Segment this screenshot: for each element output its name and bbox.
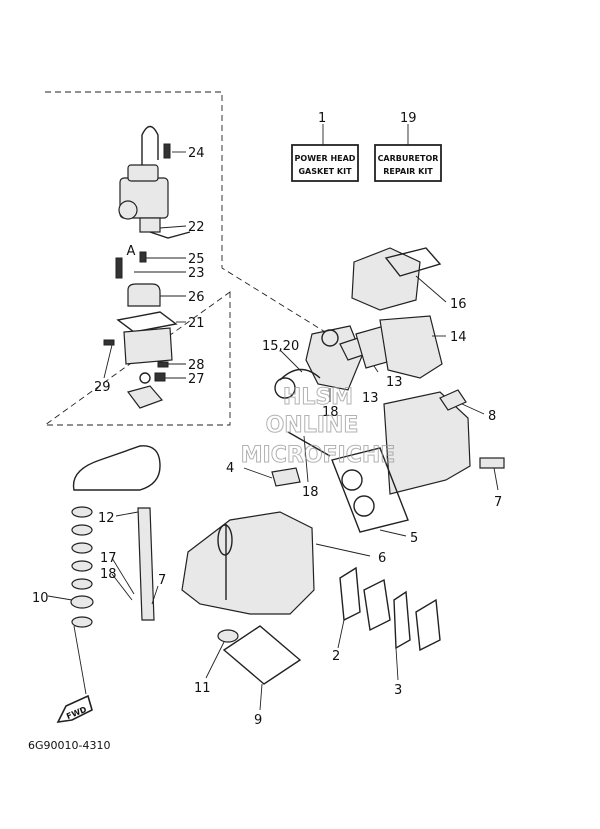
reed-housing-14[interactable] — [379, 315, 443, 379]
callout-18-upper: 18 — [322, 405, 339, 420]
watermark-line1: HLSM — [283, 385, 353, 410]
callout-17: 17 — [100, 551, 117, 566]
silencer-16[interactable] — [351, 247, 442, 311]
callout-4: 4 — [226, 461, 234, 476]
callout-21: 21 — [188, 316, 205, 331]
screw-29[interactable] — [103, 339, 115, 346]
bearing-10[interactable] — [70, 595, 94, 609]
crankcase-block[interactable] — [181, 511, 315, 615]
watermark-line3: MICROFICHE — [241, 443, 396, 468]
fitting-8[interactable] — [439, 389, 467, 411]
callout-10: 10 — [32, 591, 49, 606]
carburetor-assembly[interactable] — [118, 125, 191, 239]
seal-11[interactable] — [217, 629, 239, 643]
kit-number: 19 — [400, 111, 417, 126]
callout-13-left: 13 — [362, 391, 379, 406]
drawing-code: 6G90010-4310 — [28, 739, 110, 752]
gasket-9[interactable] — [222, 625, 302, 685]
kit-label-line1: POWER HEAD — [295, 154, 356, 163]
callout-6: 6 — [378, 551, 386, 566]
crankshaft-12[interactable] — [137, 507, 155, 621]
callout-29: 29 — [94, 380, 111, 395]
callout-16: 16 — [450, 297, 467, 312]
bolt-23[interactable] — [115, 257, 123, 279]
gasket-21[interactable] — [116, 311, 178, 365]
oil-seal[interactable] — [71, 616, 93, 628]
callout-26: 26 — [188, 290, 205, 305]
callout-24: 24 — [188, 146, 205, 161]
callout-12: 12 — [98, 511, 115, 526]
timing-belt[interactable] — [72, 445, 161, 491]
callout-14: 14 — [450, 330, 467, 345]
callout-23: 23 — [188, 266, 205, 281]
callout-25: 25 — [188, 252, 205, 267]
screw-25[interactable] — [139, 251, 147, 263]
part-18-rod[interactable] — [287, 431, 331, 457]
callout-5: 5 — [410, 531, 418, 546]
callout-18-lower: 18 — [100, 567, 117, 582]
gasket-3[interactable] — [363, 578, 441, 652]
callout-22: 22 — [188, 220, 205, 235]
carburetor-repair-kit[interactable]: 19 CARBURETOR REPAIR KIT — [374, 111, 442, 182]
fitting-7[interactable] — [479, 457, 505, 469]
fwd-label: FWD — [65, 705, 88, 721]
part-4[interactable] — [271, 467, 301, 487]
callout-11: 11 — [194, 681, 211, 696]
leader-lines — [47, 151, 499, 711]
callout-numbers: 24 22 25 23 26 21 28 27 29 15,20 18 13 1… — [32, 146, 502, 728]
gasket-5[interactable] — [331, 447, 409, 533]
callout-18-mid: 18 — [302, 485, 319, 500]
fwd-arrow-icon: FWD — [56, 694, 93, 724]
gasket-2[interactable] — [339, 566, 361, 622]
bowl-base[interactable] — [126, 385, 164, 409]
kit-label-line2: GASKET KIT — [298, 167, 352, 176]
watermark-line2: ONLINE — [266, 413, 359, 438]
drain-27[interactable] — [139, 372, 166, 384]
callout-2: 2 — [332, 649, 340, 664]
screw-24[interactable] — [163, 143, 171, 159]
callout-3: 3 — [394, 683, 402, 698]
callout-15-20: 15,20 — [262, 339, 299, 354]
callout-28: 28 — [188, 358, 205, 373]
float-26[interactable] — [127, 283, 161, 307]
watermark: HLSM ONLINE MICROFICHE — [240, 385, 396, 469]
carb-ref-label: A — [127, 244, 136, 259]
bearing-stack[interactable] — [71, 506, 93, 590]
callout-13-right: 13 — [386, 375, 403, 390]
callout-9: 9 — [254, 713, 262, 728]
kit-label-line2: REPAIR KIT — [383, 167, 433, 176]
callout-27: 27 — [188, 372, 205, 387]
callout-7-lower: 7 — [158, 573, 166, 588]
kit-number: 1 — [318, 111, 326, 126]
callout-7-right: 7 — [494, 495, 502, 510]
kit-label-line1: CARBURETOR — [378, 154, 439, 163]
screw-28[interactable] — [157, 361, 169, 368]
callout-8: 8 — [488, 409, 496, 424]
power-head-gasket-kit[interactable]: 1 POWER HEAD GASKET KIT — [291, 111, 359, 182]
cylinder-head-cover[interactable] — [383, 391, 471, 495]
